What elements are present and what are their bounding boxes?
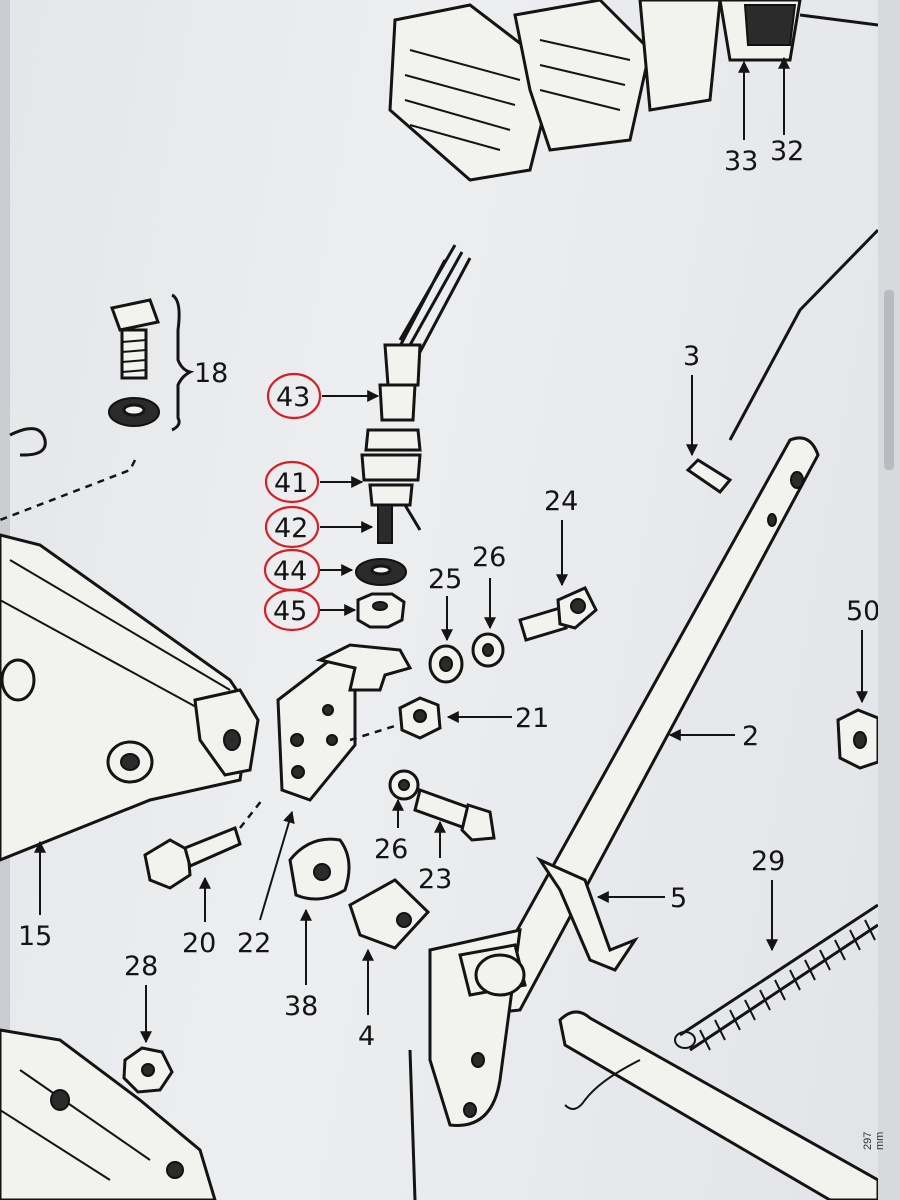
frame-15-part: [0, 427, 260, 862]
svg-text:22: 22: [237, 928, 271, 959]
spring-29-part: [674, 903, 878, 1052]
svg-text:42: 42: [274, 513, 308, 544]
screw-23-part: [413, 788, 496, 842]
assembly-guide-line: [349, 723, 399, 742]
svg-text:3: 3: [683, 341, 700, 372]
svg-text:2: 2: [742, 721, 759, 752]
nut-45-part: [356, 592, 406, 629]
svg-text:26: 26: [472, 542, 506, 573]
vertical-scrollbar[interactable]: [878, 0, 900, 1200]
parts-diagram: 33 32 18: [0, 0, 878, 1200]
callout-3: 3: [683, 341, 700, 457]
callout-25: 25: [428, 564, 462, 642]
callout-22: 22: [237, 810, 295, 959]
svg-text:29: 29: [751, 846, 785, 877]
svg-text:28: 28: [124, 951, 158, 982]
rod-outline: [728, 228, 878, 441]
callout-4: 4: [358, 948, 375, 1052]
bolt-24-part: [518, 586, 598, 642]
nut-21-part: [398, 696, 442, 740]
nut-50-part: [836, 708, 878, 770]
svg-text:26: 26: [374, 834, 408, 865]
svg-text:24: 24: [544, 486, 578, 517]
callout-5: 5: [596, 883, 687, 914]
svg-text:23: 23: [418, 864, 452, 895]
spacer-38-part: [288, 837, 351, 901]
svg-text:41: 41: [274, 468, 308, 499]
callout-33: 33: [724, 60, 758, 177]
bracket-22-part: [276, 643, 413, 802]
svg-text:4: 4: [358, 1021, 375, 1052]
callout-24: 24: [544, 486, 578, 587]
callout-29: 29: [751, 846, 785, 952]
bolt-washer-set-part: [108, 293, 195, 432]
svg-text:5: 5: [670, 883, 687, 914]
switch-assembly-part: [360, 244, 472, 544]
callout-32: 32: [770, 56, 804, 167]
callout-20: 20: [182, 876, 216, 959]
svg-text:50: 50: [846, 596, 878, 627]
svg-text:18: 18: [194, 358, 228, 389]
svg-text:15: 15: [18, 921, 52, 952]
callout-15: 15: [18, 840, 52, 952]
callout-42: 42: [264, 505, 374, 549]
washer-26-bottom-part: [388, 769, 420, 801]
washer-25-part: [428, 644, 464, 684]
svg-text:32: 32: [770, 136, 804, 167]
rod-part: [558, 1010, 878, 1200]
washer-44-part: [355, 558, 407, 586]
svg-text:45: 45: [273, 596, 307, 627]
callout-26-bottom: 26: [374, 798, 408, 865]
callout-18: 18: [194, 358, 228, 389]
svg-text:38: 38: [284, 991, 318, 1022]
bushing-4-part: [348, 878, 431, 950]
svg-text:44: 44: [273, 556, 307, 587]
pedal-pads-part: [388, 0, 878, 182]
callout-2: 2: [668, 721, 759, 752]
svg-text:20: 20: [182, 928, 216, 959]
housing-part: [0, 1028, 217, 1200]
callout-43: 43: [266, 372, 380, 420]
nut-28-part: [122, 1046, 174, 1094]
callout-41: 41: [264, 460, 364, 504]
callout-45: 45: [263, 588, 357, 632]
callout-38: 38: [284, 908, 318, 1022]
callout-50: 50: [846, 596, 878, 704]
washer-26-top-part: [471, 632, 505, 668]
bolt-20-part: [143, 799, 263, 890]
callout-44: 44: [263, 548, 354, 592]
svg-text:43: 43: [276, 382, 310, 413]
svg-text:21: 21: [515, 703, 549, 734]
callout-21: 21: [446, 703, 549, 734]
pin-3-part: [685, 458, 733, 495]
bracket-5-part: [535, 856, 639, 972]
svg-text:25: 25: [428, 564, 462, 595]
callout-26-top: 26: [472, 542, 506, 630]
svg-text:33: 33: [724, 146, 758, 177]
callout-23: 23: [418, 820, 452, 895]
scrollbar-thumb[interactable]: [884, 290, 894, 470]
callout-28: 28: [124, 951, 158, 1044]
